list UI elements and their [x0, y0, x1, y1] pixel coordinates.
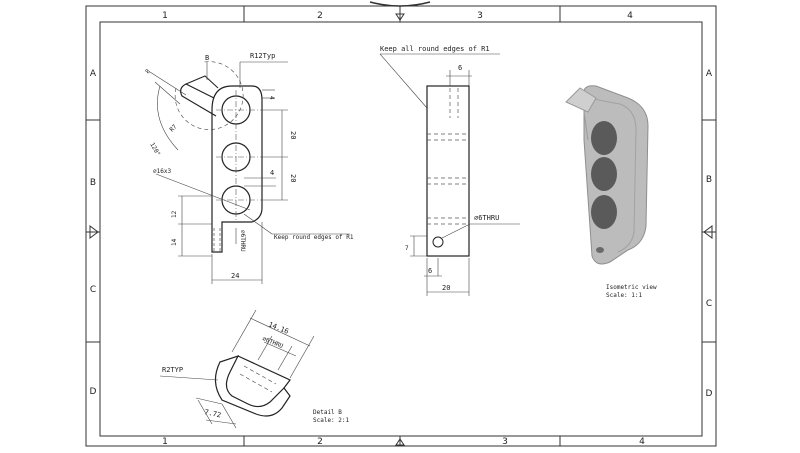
- side-label-6-bottom: 6: [428, 267, 432, 275]
- col-2-top: 2: [317, 11, 323, 21]
- iso-hole-3: [591, 195, 617, 229]
- col-4-bottom: 4: [639, 437, 645, 447]
- detail-outline: [214, 354, 291, 417]
- inner-border: [99, 21, 703, 437]
- side-body-outline: [426, 85, 470, 257]
- col-2-bottom: 2: [317, 437, 323, 447]
- col-1-top: 1: [162, 11, 168, 21]
- col-4-top: 4: [627, 11, 633, 21]
- front-tab-top: [185, 75, 219, 89]
- detail-title: Detail B: [313, 409, 342, 416]
- iso-hole-1: [591, 121, 617, 155]
- row-d-left: D: [90, 387, 97, 397]
- row-a-left: A: [90, 69, 97, 79]
- row-d-right: D: [706, 389, 713, 399]
- front-label-thru: ⌀6THRU: [239, 230, 246, 252]
- bottom-center-mark: [395, 438, 405, 446]
- front-label-12: 12: [171, 210, 178, 218]
- left-center-mark: [89, 225, 99, 239]
- front-label-4-top: 4: [268, 96, 275, 100]
- front-label-20-a: 20: [289, 131, 297, 139]
- side-hole: [432, 236, 444, 248]
- col-3-top: 3: [477, 11, 483, 21]
- front-label-24: 24: [231, 272, 239, 280]
- row-a-right: A: [706, 69, 713, 79]
- iso-hole-2: [591, 157, 617, 191]
- isometric-view: Isometric view Scale: 1:1: [565, 85, 657, 299]
- detail-b: 14.16 ⌀6THRU R2TYP 7.72 Detail B Scale: …: [159, 309, 350, 429]
- iso-scale: Scale: 1:1: [606, 292, 643, 299]
- front-angled-tab: [180, 83, 217, 117]
- top-arc-mark: [369, 1, 431, 7]
- front-label-14: 14: [171, 238, 178, 246]
- row-b-right: B: [706, 175, 712, 185]
- side-view: Keep all round edges of R1 6 ⌀6THRU 7 6 …: [379, 45, 520, 296]
- side-label-20: 20: [442, 284, 450, 292]
- row-b-left: B: [90, 178, 96, 188]
- side-label-6-top: 6: [458, 64, 462, 72]
- iso-small-hole: [596, 247, 604, 253]
- front-label-20-b: 20: [289, 174, 297, 182]
- front-body-outline: [211, 85, 263, 253]
- front-label-8: 8: [144, 68, 152, 76]
- iso-tab: [565, 87, 597, 113]
- front-label-120: 120°: [148, 142, 161, 158]
- detail-scale: Scale: 2:1: [313, 417, 350, 424]
- right-center-mark: [703, 225, 713, 239]
- side-label-7: 7: [405, 245, 409, 252]
- side-note: Keep all round edges of R1: [380, 45, 490, 53]
- front-label-holes: ⌀16x3: [153, 168, 171, 175]
- front-label-4-mid: 4: [270, 169, 274, 177]
- detail-label-1416: 14.16: [267, 320, 290, 335]
- iso-title: Isometric view: [606, 284, 657, 291]
- col-1-bottom: 1: [162, 437, 168, 447]
- side-label-thru: ⌀6THRU: [474, 214, 499, 222]
- front-note: Keep round edges of R1: [274, 234, 354, 241]
- row-c-left: C: [90, 285, 96, 295]
- col-3-bottom: 3: [502, 437, 508, 447]
- detail-label-772: 7.72: [204, 408, 222, 419]
- front-view: B R12Typ 8 R7 120° 4 20 20 4 ⌀16x3 12 14…: [144, 52, 354, 284]
- front-label-b: B: [205, 54, 209, 62]
- front-label-r12: R12Typ: [250, 52, 275, 60]
- front-label-r7: R7: [168, 123, 178, 133]
- top-center-mark: [395, 13, 405, 21]
- row-c-right: C: [706, 299, 712, 309]
- detail-label-r2: R2TYP: [162, 366, 183, 374]
